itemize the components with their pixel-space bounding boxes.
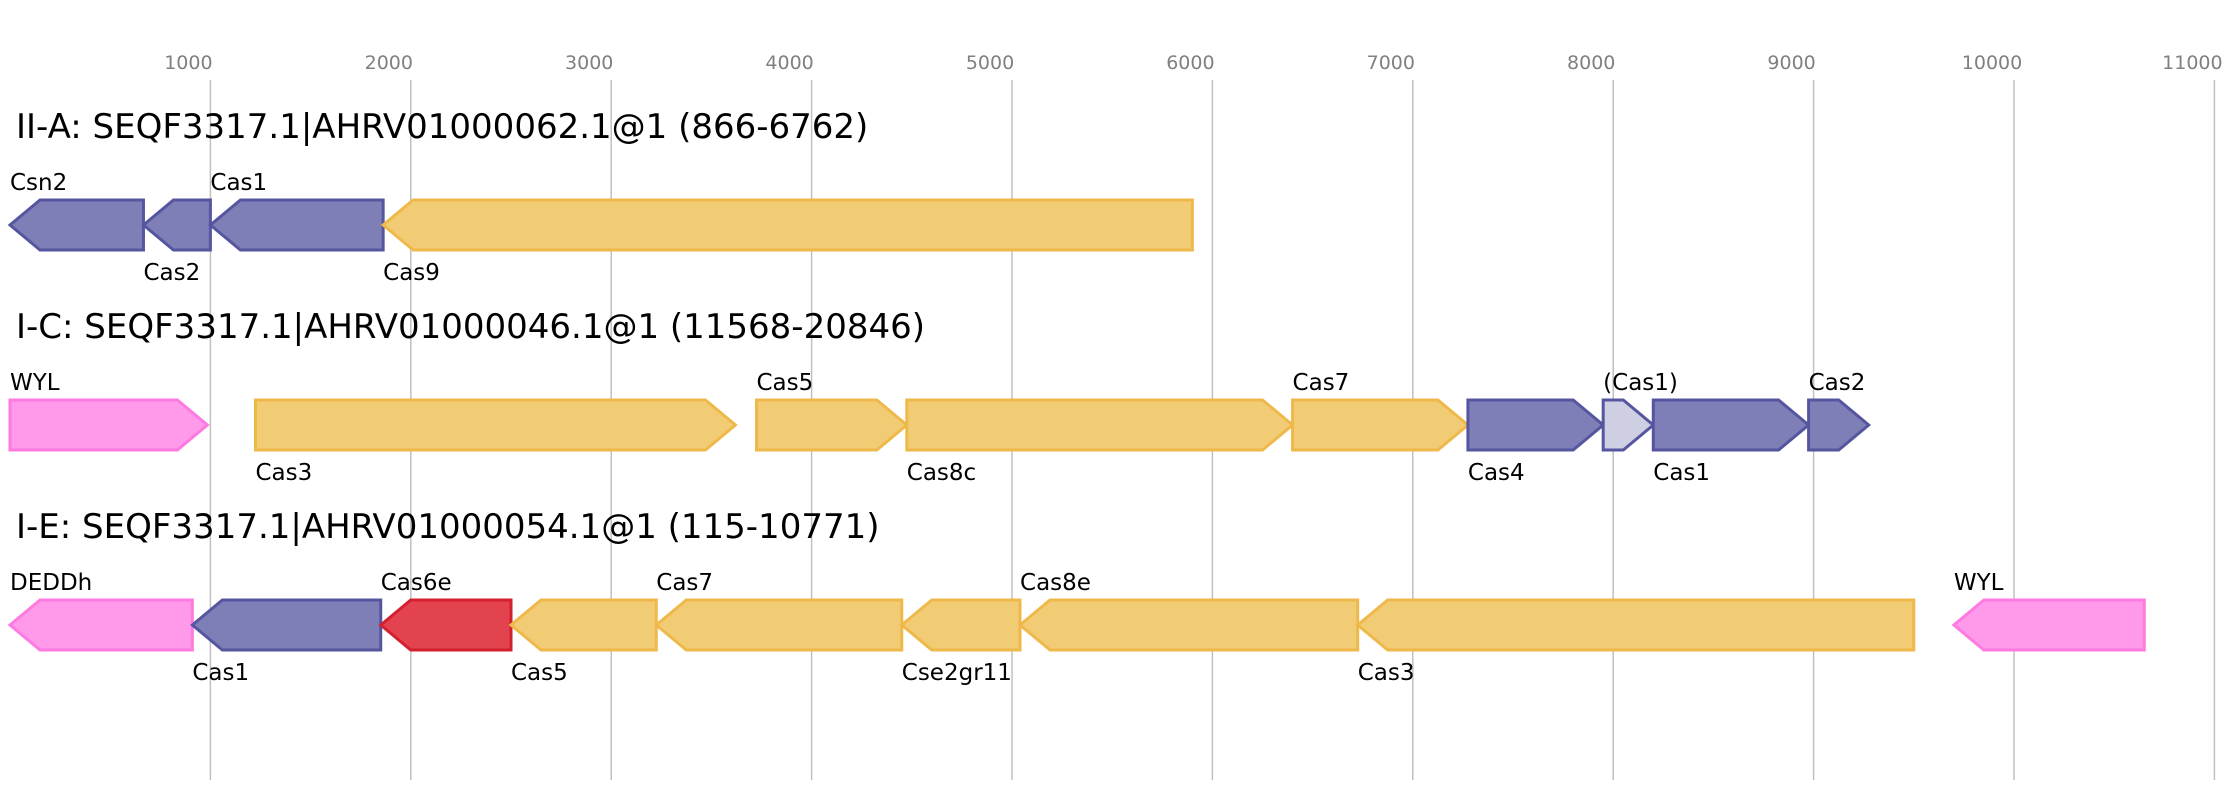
- gene-csn2-arrow[interactable]: [7, 198, 145, 252]
- gene-wyl-arrow[interactable]: [1951, 598, 2146, 652]
- gene-cas6e-arrow[interactable]: [378, 598, 513, 652]
- gene-cas2-arrow[interactable]: [141, 198, 212, 252]
- tick-label-7000: 7000: [1367, 52, 1415, 74]
- gene-label: WYL: [10, 370, 60, 396]
- gene-label: Cas3: [1358, 660, 1415, 686]
- gene-cse2gr11-arrow[interactable]: [899, 598, 1022, 652]
- gene-cas9-arrow[interactable]: [380, 198, 1194, 252]
- gene-label: DEDDh: [10, 570, 92, 596]
- gene-label: Cas1: [210, 170, 267, 196]
- gene-label: Cas5: [511, 660, 568, 686]
- gene-label: Cse2gr11: [902, 660, 1012, 686]
- gene-label: Cas7: [656, 570, 713, 596]
- gene-label: Cas8e: [1020, 570, 1091, 596]
- track-2: I-E: SEQF3317.1|AHRV01000054.1@1 (115-10…: [7, 507, 2146, 686]
- gene-label: Cas2: [143, 260, 200, 286]
- track-title: II-A: SEQF3317.1|AHRV01000062.1@1 (866-6…: [16, 107, 868, 147]
- gene-cas8e-arrow[interactable]: [1017, 598, 1360, 652]
- gene-cas1-arrow[interactable]: [208, 198, 385, 252]
- gene-label: (Cas1): [1603, 370, 1678, 396]
- gene-cas1-arrow[interactable]: [1601, 398, 1656, 452]
- gene-cas1-arrow[interactable]: [1651, 398, 1811, 452]
- tick-label-11000: 11000: [2162, 52, 2222, 74]
- gene-label: Cas8c: [907, 460, 976, 486]
- tick-label-9000: 9000: [1767, 52, 1815, 74]
- tick-label-2000: 2000: [365, 52, 413, 74]
- gene-label: Csn2: [10, 170, 67, 196]
- tick-label-10000: 10000: [1962, 52, 2022, 74]
- gene-label: Cas1: [1653, 460, 1710, 486]
- track-1: I-C: SEQF3317.1|AHRV01000046.1@1 (11568-…: [8, 307, 1872, 486]
- tick-label-1000: 1000: [164, 52, 212, 74]
- track-0: II-A: SEQF3317.1|AHRV01000062.1@1 (866-6…: [7, 107, 1194, 286]
- track-title: I-C: SEQF3317.1|AHRV01000046.1@1 (11568-…: [16, 307, 925, 347]
- tick-label-8000: 8000: [1567, 52, 1615, 74]
- gene-label: Cas4: [1468, 460, 1525, 486]
- gene-deddh-arrow[interactable]: [7, 598, 194, 652]
- gene-cas3-arrow[interactable]: [1355, 598, 1916, 652]
- tick-label-6000: 6000: [1166, 52, 1214, 74]
- axis-tick-labels: 1000 2000 3000 4000 5000 6000 7000 8000 9000 1000…: [164, 52, 2222, 74]
- gene-cas5-arrow[interactable]: [508, 598, 658, 652]
- gene-label: Cas9: [383, 260, 440, 286]
- gene-cas3-arrow[interactable]: [253, 398, 738, 452]
- gene-label: Cas1: [192, 660, 249, 686]
- gene-label: Cas3: [255, 460, 312, 486]
- gene-cas7-arrow[interactable]: [1291, 398, 1471, 452]
- gene-cas5-arrow[interactable]: [754, 398, 910, 452]
- tick-label-3000: 3000: [565, 52, 613, 74]
- gene-label: WYL: [1954, 570, 2004, 596]
- gene-cas1-arrow[interactable]: [190, 598, 383, 652]
- track-title: I-E: SEQF3317.1|AHRV01000054.1@1 (115-10…: [16, 507, 879, 547]
- tick-label-4000: 4000: [765, 52, 813, 74]
- gene-cas4-arrow[interactable]: [1466, 398, 1606, 452]
- tick-label-5000: 5000: [966, 52, 1014, 74]
- gene-label: Cas2: [1809, 370, 1866, 396]
- gene-cas7-arrow[interactable]: [653, 598, 904, 652]
- gene-label: Cas5: [756, 370, 813, 396]
- gene-tracks: II-A: SEQF3317.1|AHRV01000062.1@1 (866-6…: [7, 107, 2146, 686]
- gene-wyl-arrow[interactable]: [8, 398, 210, 452]
- gene-cas8c-arrow[interactable]: [905, 398, 1295, 452]
- gene-label: Cas6e: [381, 570, 452, 596]
- gene-cas2-arrow[interactable]: [1807, 398, 1872, 452]
- gene-label: Cas7: [1293, 370, 1350, 396]
